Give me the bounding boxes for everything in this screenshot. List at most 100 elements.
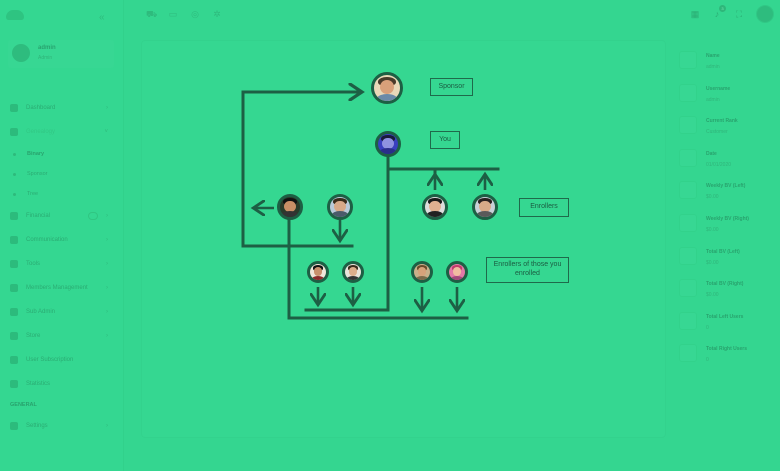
user-shield-icon	[10, 308, 18, 316]
topbar-left: ⛟ ▭ ◎ ✲	[146, 9, 222, 19]
cloud-logo-icon	[6, 10, 24, 20]
stat-label: Date	[706, 150, 717, 157]
bell-icon[interactable]: ♪ 3	[712, 5, 726, 19]
enrollers-label: Enrollers	[519, 198, 569, 217]
status-badge	[88, 212, 98, 220]
connector-you-trunk	[304, 153, 390, 312]
chart-icon	[679, 213, 697, 232]
stat-value: $0.00	[706, 194, 719, 201]
sidebar-subitem-label: Binary	[27, 151, 45, 157]
sidebar-item-genealogy[interactable]: Genealogy ˅	[0, 120, 124, 144]
chart-icon	[679, 246, 697, 265]
body-shape	[376, 93, 398, 101]
sidebar-item-label: Store	[26, 333, 41, 339]
stat-value: $0.00	[706, 226, 719, 233]
stat-value: admin	[706, 96, 720, 103]
fullscreen-icon[interactable]: ⛶	[735, 9, 743, 19]
sidebar-item-dashboard[interactable]: Dashboard ›	[0, 96, 124, 120]
sidebar-item-communication[interactable]: Communication ›	[0, 228, 124, 252]
chevron-right-icon: ›	[106, 213, 108, 219]
wrench-icon	[10, 260, 18, 268]
sidebar-subitem-binary[interactable]: Binary	[0, 144, 124, 164]
sidebar-item-statistics[interactable]: Statistics	[0, 372, 124, 396]
sidebar-item-label: Members Management	[26, 285, 88, 291]
avatar	[12, 44, 30, 62]
stat-label: Total BV (Left)	[706, 248, 740, 255]
stat-value: $0.00	[706, 292, 719, 299]
stat-label: Total Right Users	[706, 346, 748, 353]
sidebar: « admin Admin Dashboard › Genealogy ˅ Bi…	[0, 0, 124, 471]
connector-left-enroller	[287, 216, 469, 320]
face-shape	[334, 200, 346, 212]
sidebar-subitem-label: Sponsor	[27, 171, 48, 177]
sidebar-item-members-management[interactable]: Members Management ›	[0, 276, 124, 300]
notification-badge: 3	[719, 5, 726, 12]
enroller-avatar	[277, 194, 303, 220]
subscription-icon	[10, 356, 18, 364]
user-icon	[679, 83, 697, 102]
body-shape	[427, 211, 443, 217]
chart-icon	[679, 279, 697, 298]
avatar[interactable]	[756, 5, 774, 23]
body-shape	[311, 275, 325, 280]
stat-value: admin	[706, 64, 720, 70]
sidebar-subitem-label: Tree	[27, 191, 39, 197]
stat-weekly-bv-right: Weekly BV (Right) $0.00	[674, 209, 774, 242]
bullet-icon	[13, 192, 16, 196]
chevron-right-icon: ›	[106, 333, 108, 339]
sponsor-avatar	[371, 72, 403, 104]
support-icon[interactable]: ◎	[191, 9, 199, 19]
body-shape	[415, 275, 429, 280]
sidebar-item-financial[interactable]: Financial ›	[0, 204, 124, 228]
face-shape	[429, 200, 441, 212]
store-icon	[10, 332, 18, 340]
sidebar-item-sub-admin[interactable]: Sub Admin ›	[0, 300, 124, 324]
collapse-sidebar-icon[interactable]: «	[99, 12, 105, 23]
face-shape	[479, 200, 491, 212]
folder-icon[interactable]: ▭	[168, 9, 178, 19]
stat-username: Username admin	[674, 79, 774, 112]
sidebar-item-user-subscription[interactable]: User Subscription	[0, 348, 124, 372]
cart-icon[interactable]: ⛟	[146, 9, 158, 19]
stat-label: Username	[706, 85, 731, 92]
sub-enroller-avatar	[446, 261, 468, 283]
sidebar-item-settings[interactable]: Settings ›	[0, 414, 124, 438]
stat-label: Weekly BV (Right)	[706, 215, 749, 222]
calendar-icon	[679, 148, 697, 167]
bullet-icon	[13, 152, 16, 156]
sidebar-subitem-sponsor[interactable]: Sponsor	[0, 164, 124, 184]
user-name: admin	[38, 45, 56, 51]
chevron-right-icon: ›	[106, 261, 108, 267]
user-card[interactable]: admin Admin	[8, 40, 114, 68]
chevron-down-icon: ˅	[104, 129, 108, 135]
sidebar-item-store[interactable]: Store ›	[0, 324, 124, 348]
user-role: Admin	[38, 55, 53, 61]
stat-value: 0	[706, 324, 709, 331]
connector-sponsor-loop	[241, 92, 361, 248]
tree-icon	[10, 128, 18, 136]
sponsor-label: Sponsor	[430, 78, 473, 96]
stat-value: $0.00	[706, 259, 719, 266]
wallet-icon	[10, 212, 18, 220]
body-shape	[346, 275, 360, 280]
sidebar-item-label: Financial	[26, 213, 51, 219]
enroller-avatar	[327, 194, 353, 220]
enrollers-of-enrolled-label: Enrollers of those you enrolled	[486, 257, 569, 283]
sidebar-subitem-tree[interactable]: Tree	[0, 184, 124, 204]
enroller-avatar	[472, 194, 498, 220]
topbar-right: ▦ ♪ 3 ⛶	[690, 5, 774, 23]
chart-icon	[10, 380, 18, 388]
stat-value: Customer	[706, 129, 728, 136]
body-shape	[477, 211, 493, 217]
gear-icon[interactable]: ✲	[213, 9, 221, 19]
stat-label: Name	[706, 53, 720, 59]
sidebar-item-tools[interactable]: Tools ›	[0, 252, 124, 276]
chevron-right-icon: ›	[106, 237, 108, 243]
sidebar-item-label: Settings	[26, 423, 48, 429]
gear-icon	[10, 422, 18, 430]
grid-icon[interactable]: ▦	[690, 9, 700, 19]
chat-icon	[10, 236, 18, 244]
